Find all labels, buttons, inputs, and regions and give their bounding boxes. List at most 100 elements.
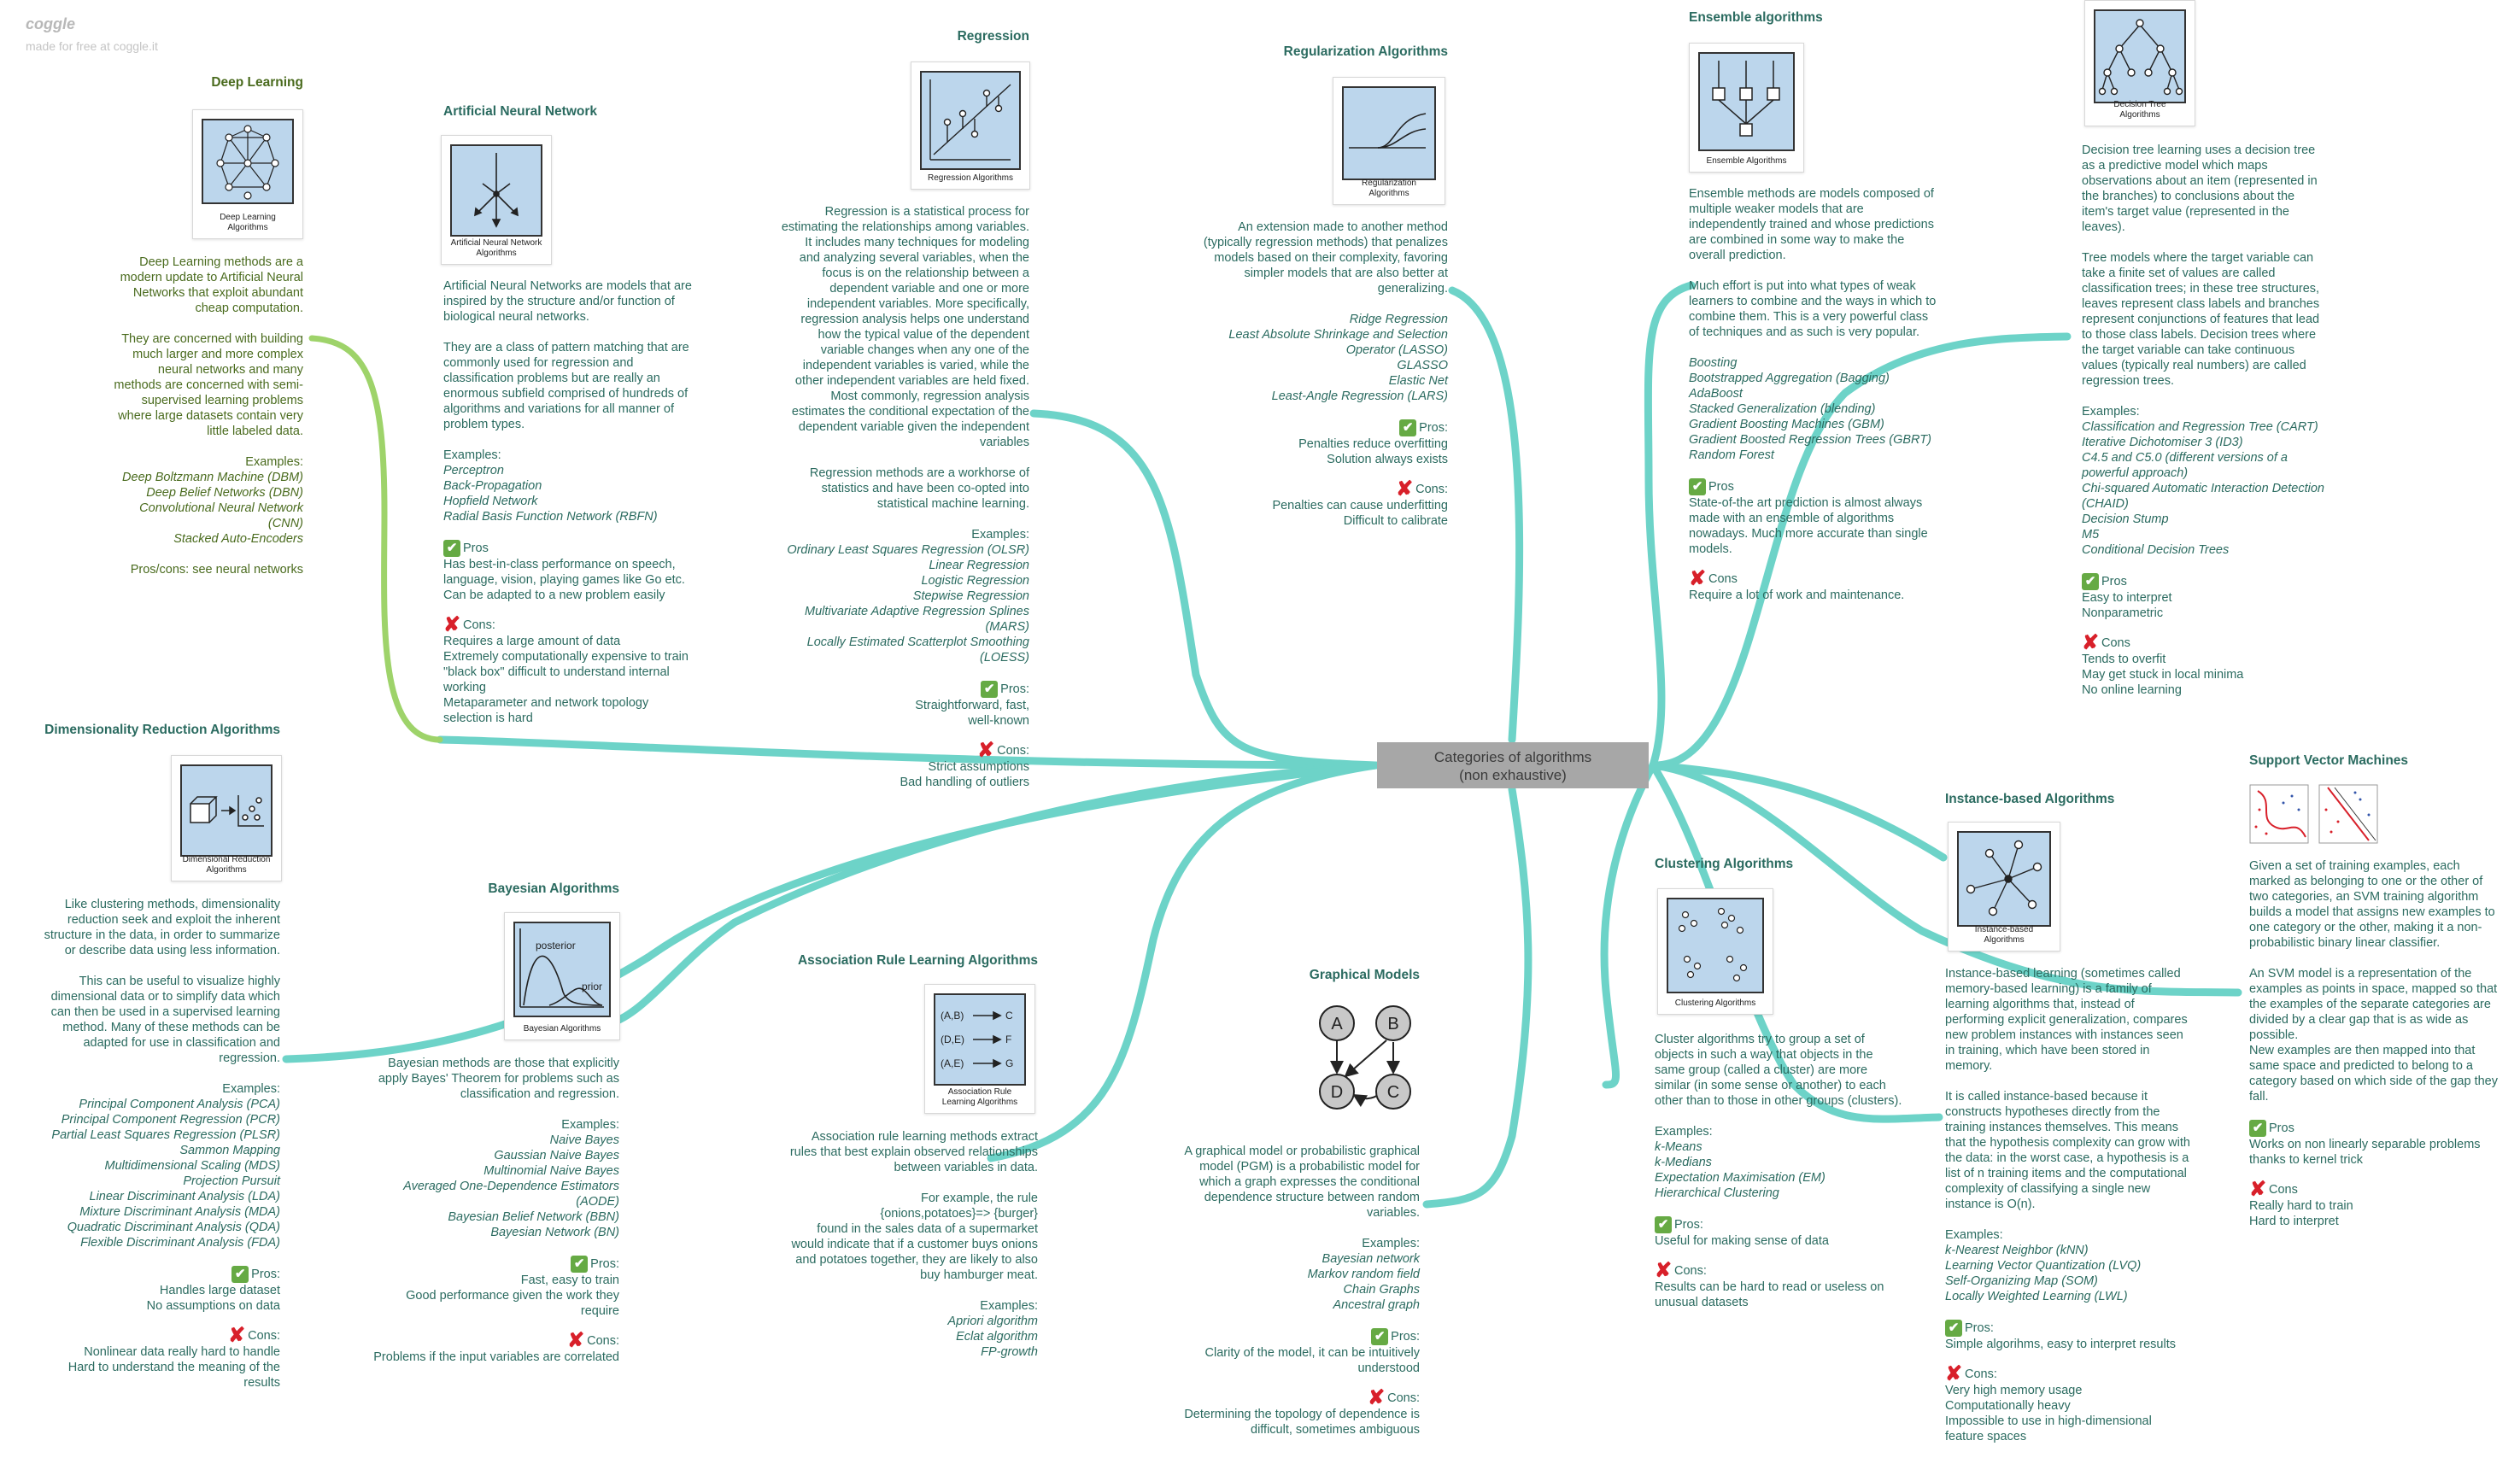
thumbnail-caption: Deep Learning Algorithms — [220, 213, 276, 232]
prior-label: prior — [582, 981, 602, 992]
neural-mesh-icon — [216, 125, 279, 200]
svm-scatter-icon — [2249, 784, 2378, 844]
deep-learning-thumbnail: Deep Learning Algorithms — [192, 109, 303, 239]
example-item: Flexible Discriminant Analysis (FDA) — [80, 1236, 280, 1250]
rule-antecedent: (A,B) — [941, 1010, 964, 1022]
cons-text: Requires a large amount of data Extremel… — [443, 635, 689, 725]
example-item: Ancestral graph — [1333, 1298, 1420, 1312]
cons-text: Problems if the input variables are corr… — [373, 1350, 619, 1364]
example-item: Elastic Net — [1388, 374, 1448, 388]
link-decision-tree — [1649, 332, 2072, 770]
node-regularization[interactable]: Regularization Algorithms — [1179, 44, 1448, 68]
ensemble-details: Ensemble methods are models composed of … — [1689, 186, 1962, 617]
node-graphical[interactable]: Graphical Models — [1162, 968, 1420, 992]
node-description: Artificial Neural Networks are models th… — [443, 279, 692, 431]
decision-tree-details[interactable]: Decision tree learning uses a decision t… — [2082, 143, 2364, 711]
pros-label: Pros: — [590, 1257, 619, 1271]
central-topic[interactable]: Categories of algorithms (non exhaustive… — [1377, 742, 1649, 788]
node-regression[interactable]: Regression — [769, 29, 1029, 53]
thumbnail-caption: Regression Algorithms — [927, 173, 1014, 183]
cross-icon: ✘ — [443, 613, 461, 636]
examples-list: Ordinary Least Squares Regression (OLSR)… — [769, 542, 1029, 665]
checkmark-icon: ✔ — [1655, 1216, 1672, 1233]
example-item: Classification and Regression Tree (CART… — [2082, 420, 2318, 434]
pros-label: Pros: — [251, 1268, 280, 1281]
node-deep-learning[interactable]: Deep Learning — [34, 75, 303, 99]
graph-node-label: C — [1387, 1083, 1399, 1102]
svm-thumbnail — [2249, 784, 2379, 844]
pros-label: Pros: — [1391, 1330, 1420, 1344]
example-item: Random Forest — [1689, 448, 1774, 462]
example-item: Multinomial Naive Bayes — [483, 1164, 619, 1178]
node-bayesian[interactable]: Bayesian Algorithms — [359, 881, 619, 905]
thumbnail-caption: Artificial Neural Network Algorithms — [450, 238, 542, 258]
node-title: Clustering Algorithms — [1655, 857, 1794, 871]
example-item: Locally Estimated Scatterplot Smoothing … — [806, 635, 1029, 665]
graph-node — [1319, 1074, 1355, 1110]
cons-label: Cons: — [1415, 483, 1448, 496]
pros-text: Handles large dataset No assumptions on … — [146, 1284, 280, 1313]
example-item: Stacked Generalization (blending) — [1689, 402, 1876, 416]
example-item: Mixture Discriminant Analysis (MDA) — [79, 1205, 280, 1219]
checkmark-icon: ✔ — [2082, 573, 2099, 590]
examples-label: Examples: — [1945, 1228, 2003, 1242]
example-item: Ridge Regression — [1349, 313, 1448, 326]
pros-text: Straightforward, fast, well-known — [915, 699, 1029, 728]
graphical-thumbnail: A B D C — [1311, 998, 1421, 1124]
example-item: k-Medians — [1655, 1156, 1712, 1169]
example-item: Bayesian Belief Network (BBN) — [448, 1210, 619, 1224]
example-item: Bayesian Network (BN) — [490, 1226, 619, 1239]
bayesian-details: Bayesian methods are those that explicit… — [359, 1056, 619, 1379]
rule-consequent: G — [1005, 1057, 1013, 1069]
node-description: Decision tree learning uses a decision t… — [2082, 143, 2320, 388]
cons-text: Nonlinear data really hard to handle Har… — [67, 1345, 280, 1390]
checkmark-icon: ✔ — [2249, 1120, 2266, 1137]
graph-node — [1375, 1005, 1411, 1041]
node-instance[interactable]: Instance-based Algorithms — [1945, 792, 2210, 816]
link-deep-learning — [308, 335, 443, 743]
example-item: Self-Organizing Map (SOM) — [1945, 1274, 2098, 1288]
node-description: An extension made to another method (typ… — [1203, 220, 1448, 296]
example-item: Conditional Decision Trees — [2082, 543, 2230, 557]
example-item: Decision Stump — [2082, 512, 2169, 526]
ann-thumbnail: Artificial Neural Network Algorithms — [441, 135, 552, 265]
cons-label: Cons — [2101, 636, 2130, 650]
example-item: k-Means — [1655, 1140, 1702, 1154]
dimension-reduction-icon — [190, 795, 264, 827]
example-item: Stacked Auto-Encoders — [173, 532, 303, 546]
examples-label: Examples: — [222, 1082, 280, 1096]
node-ann[interactable]: Artificial Neural Network — [443, 104, 717, 128]
examples-label: Examples: — [561, 1118, 619, 1132]
example-item: k-Nearest Neighbor (kNN) — [1945, 1244, 2089, 1257]
node-ensemble[interactable]: Ensemble algorithms — [1689, 10, 1962, 34]
cons-text: Determining the topology of dependence i… — [1184, 1408, 1420, 1437]
examples-label: Examples: — [1362, 1237, 1420, 1250]
dimred-thumbnail: Dimensional Reduction Algorithms — [171, 755, 282, 881]
pros-text: Has best-in-class performance on speech,… — [443, 558, 685, 602]
node-description: Cluster algorithms try to group a set of… — [1655, 1033, 1902, 1108]
regularization-curve-icon — [1349, 113, 1427, 149]
cons-label: Cons: — [1965, 1367, 1997, 1381]
pros-cons-note: Pros/cons: see neural networks — [130, 563, 303, 577]
dimred-details: Like clustering methods, dimensionality … — [17, 897, 280, 1404]
ann-details: Artificial Neural Networks are models th… — [443, 278, 717, 740]
node-svm[interactable]: Support Vector Machines — [2249, 753, 2514, 777]
node-association[interactable]: Association Rule Learning Algorithms — [769, 953, 1038, 977]
checkmark-icon: ✔ — [231, 1266, 249, 1283]
pros-text: Clarity of the model, it can be intuitiv… — [1204, 1346, 1420, 1375]
association-thumbnail: (A,B)C (D,E)F (A,E)G Association Rule Le… — [924, 984, 1035, 1114]
node-dimred[interactable]: Dimensionality Reduction Algorithms — [17, 723, 280, 747]
node-clustering[interactable]: Clustering Algorithms — [1655, 857, 1928, 881]
node-description: Bayesian methods are those that explicit… — [378, 1057, 619, 1101]
pros-label: Pros — [463, 542, 489, 555]
link-clustering — [1600, 761, 1657, 1089]
pros-text: State-of-the art prediction is almost al… — [1689, 496, 1928, 556]
pros-label: Pros: — [1674, 1218, 1703, 1232]
cons-label: Cons: — [463, 618, 495, 632]
clustering-thumbnail: Clustering Algorithms — [1657, 888, 1773, 1015]
link-regression — [1029, 409, 1380, 770]
